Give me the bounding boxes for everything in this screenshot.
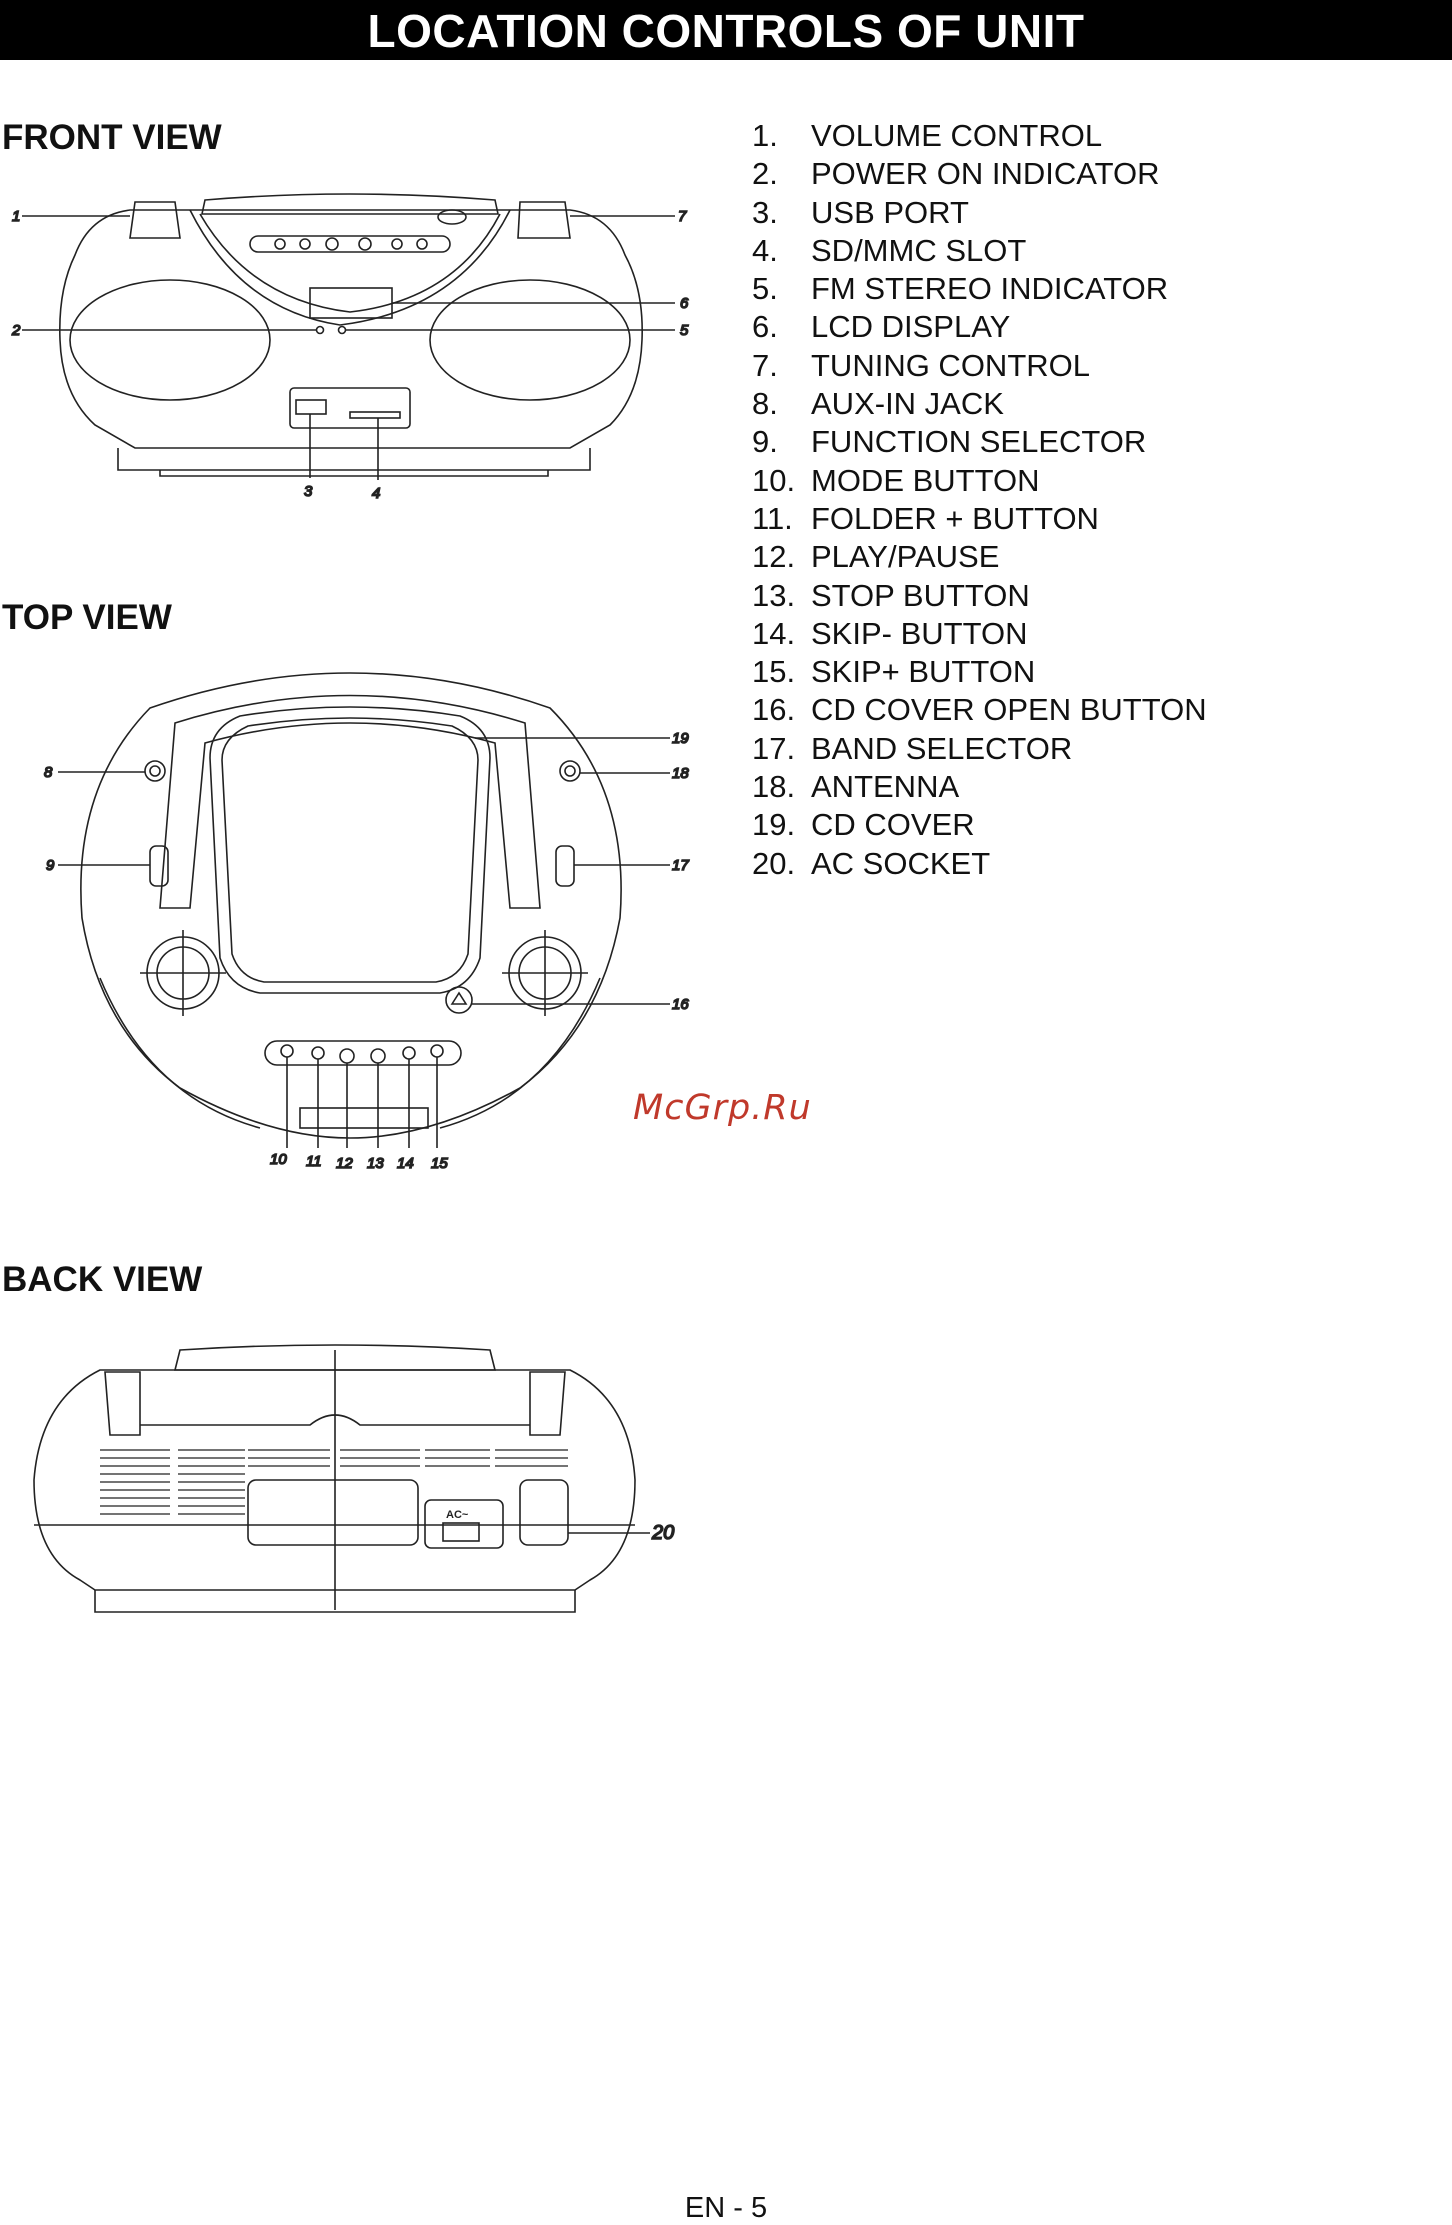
parts-list-label: VOLUME CONTROL <box>811 118 1103 153</box>
parts-list-number: 20. <box>752 845 796 881</box>
parts-list-number: 1. <box>752 118 778 153</box>
parts-list-number: 10. <box>752 462 796 498</box>
front-view-heading: FRONT VIEW <box>2 118 222 157</box>
parts-list-item: 16. CD COVER OPEN BUTTON <box>752 691 1207 729</box>
callout-10: 10 <box>270 1151 287 1168</box>
parts-list-number: 19. <box>752 807 796 843</box>
parts-list-label: BAND SELECTOR <box>811 730 1073 766</box>
parts-list-number: 9. <box>752 424 778 460</box>
parts-list-label: LCD DISPLAY <box>811 309 1011 345</box>
parts-list-number: 17. <box>752 730 796 766</box>
parts-list-label: SD/MMC SLOT <box>811 232 1027 268</box>
parts-list-number: 7. <box>752 347 778 383</box>
parts-list-number: 6. <box>752 309 778 345</box>
parts-list-label: CD COVER OPEN BUTTON <box>811 692 1207 728</box>
parts-list-item: 9. FUNCTION SELECTOR <box>752 423 1207 461</box>
parts-list-label: PLAY/PAUSE <box>811 539 1000 575</box>
callout-6: 6 <box>680 295 689 312</box>
parts-list: 1. VOLUME CONTROL 2. POWER ON INDICATOR 3. US… <box>752 117 1207 883</box>
callout-15: 15 <box>431 1155 448 1172</box>
parts-list-item: 8. AUX-IN JACK <box>752 385 1207 423</box>
ac-socket-label: AC~ <box>446 1509 469 1521</box>
back-view-heading: BACK VIEW <box>2 1260 203 1299</box>
callout-7: 7 <box>678 208 687 225</box>
parts-list-item: 11. FOLDER + BUTTON <box>752 500 1207 538</box>
parts-list-item: 6. LCD DISPLAY <box>752 308 1207 346</box>
back-view-diagram: AC~ 20 <box>0 1340 700 1660</box>
parts-list-label: AUX-IN JACK <box>811 386 1004 422</box>
parts-list-item: 5. FM STEREO INDICATOR <box>752 270 1207 308</box>
parts-list-number: 3. <box>752 194 778 230</box>
parts-list-number: 5. <box>752 271 778 307</box>
callout-19: 19 <box>672 730 689 747</box>
parts-list-label: FUNCTION SELECTOR <box>811 424 1147 460</box>
front-view-diagram: 1 2 7 6 5 3 4 <box>0 180 700 510</box>
parts-list-item: 2. POWER ON INDICATOR <box>752 155 1207 193</box>
callout-17: 17 <box>672 857 689 874</box>
parts-list-label: CD COVER <box>811 807 975 843</box>
parts-list-label: USB PORT <box>811 194 969 230</box>
parts-list-item: 20. AC SOCKET <box>752 845 1207 883</box>
callout-16: 16 <box>672 996 689 1013</box>
callout-8: 8 <box>44 764 53 781</box>
page-banner-title: LOCATION CONTROLS OF UNIT <box>0 0 1452 60</box>
parts-list-label: MODE BUTTON <box>811 462 1040 498</box>
parts-list-item: 3. USB PORT <box>752 194 1207 232</box>
parts-list-item: 10. MODE BUTTON <box>752 462 1207 500</box>
parts-list-label: ANTENNA <box>811 769 960 805</box>
parts-list-item: 19. CD COVER <box>752 806 1207 844</box>
page-number: EN - 5 <box>684 2192 768 2224</box>
callout-9: 9 <box>46 857 55 874</box>
callout-20: 20 <box>651 1522 674 1544</box>
parts-list-item: 12. PLAY/PAUSE <box>752 538 1207 576</box>
parts-list-label: SKIP- BUTTON <box>811 615 1028 651</box>
parts-list-label: FM STEREO INDICATOR <box>811 271 1169 307</box>
parts-list-item: 17. BAND SELECTOR <box>752 730 1207 768</box>
callout-11: 11 <box>306 1153 322 1170</box>
callout-12: 12 <box>336 1155 353 1172</box>
parts-list-label: STOP BUTTON <box>811 577 1030 613</box>
callout-18: 18 <box>672 765 689 782</box>
parts-list-number: 2. <box>752 156 778 192</box>
parts-list-number: 14. <box>752 615 796 651</box>
parts-list-number: 18. <box>752 769 796 805</box>
parts-list-number: 8. <box>752 386 778 422</box>
parts-list-label: SKIP+ BUTTON <box>811 654 1036 690</box>
parts-list-number: 15. <box>752 654 796 690</box>
top-view-heading: TOP VIEW <box>2 598 172 637</box>
parts-list-item: 18. ANTENNA <box>752 768 1207 806</box>
callout-14: 14 <box>397 1155 414 1172</box>
callout-1: 1 <box>12 208 20 225</box>
parts-list-item: 1. VOLUME CONTROL <box>752 117 1207 155</box>
parts-list-number: 13. <box>752 577 796 613</box>
top-view-diagram: 8 9 19 18 17 16 10 11 12 13 14 15 <box>0 648 700 1178</box>
parts-list-item: 14. SKIP- BUTTON <box>752 615 1207 653</box>
parts-list-item: 13. STOP BUTTON <box>752 577 1207 615</box>
callout-5: 5 <box>680 322 689 339</box>
parts-list-item: 4. SD/MMC SLOT <box>752 232 1207 270</box>
parts-list-label: FOLDER + BUTTON <box>811 500 1099 536</box>
parts-list-label: POWER ON INDICATOR <box>811 156 1160 192</box>
parts-list-number: 4. <box>752 232 778 268</box>
callout-2: 2 <box>11 322 21 339</box>
callout-4: 4 <box>372 485 380 502</box>
parts-list-label: AC SOCKET <box>811 845 991 881</box>
callout-3: 3 <box>304 483 313 500</box>
parts-list-item: 15. SKIP+ BUTTON <box>752 653 1207 691</box>
callout-13: 13 <box>367 1155 384 1172</box>
parts-list-item: 7. TUNING CONTROL <box>752 347 1207 385</box>
parts-list-number: 11. <box>752 500 793 536</box>
parts-list-label: TUNING CONTROL <box>811 347 1090 383</box>
parts-list-number: 16. <box>752 692 796 728</box>
parts-list-number: 12. <box>752 539 796 575</box>
watermark-text: McGrp.Ru <box>633 1088 812 1128</box>
